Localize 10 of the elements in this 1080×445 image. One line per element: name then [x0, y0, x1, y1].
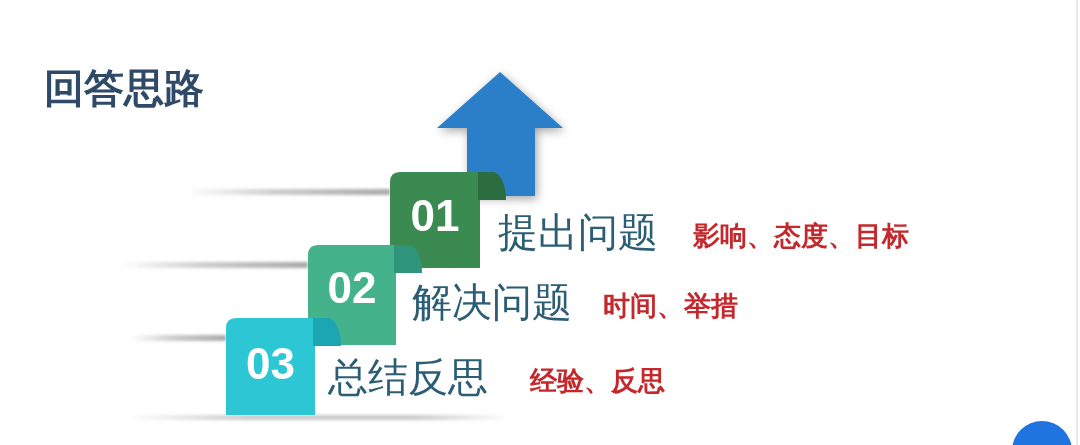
step-note: 经验、反思 [530, 365, 665, 398]
step-number: 02 [326, 266, 378, 310]
step-note: 时间、举措 [603, 290, 738, 323]
step-number: 03 [245, 342, 296, 386]
step-title: 解决问题 [412, 278, 572, 326]
step-title: 提出问题 [498, 208, 658, 256]
step-note: 影响、态度、目标 [693, 220, 909, 253]
step-number: 01 [409, 194, 461, 238]
step-title: 总结反思 [328, 353, 488, 401]
page-title: 回答思路 [44, 64, 204, 112]
